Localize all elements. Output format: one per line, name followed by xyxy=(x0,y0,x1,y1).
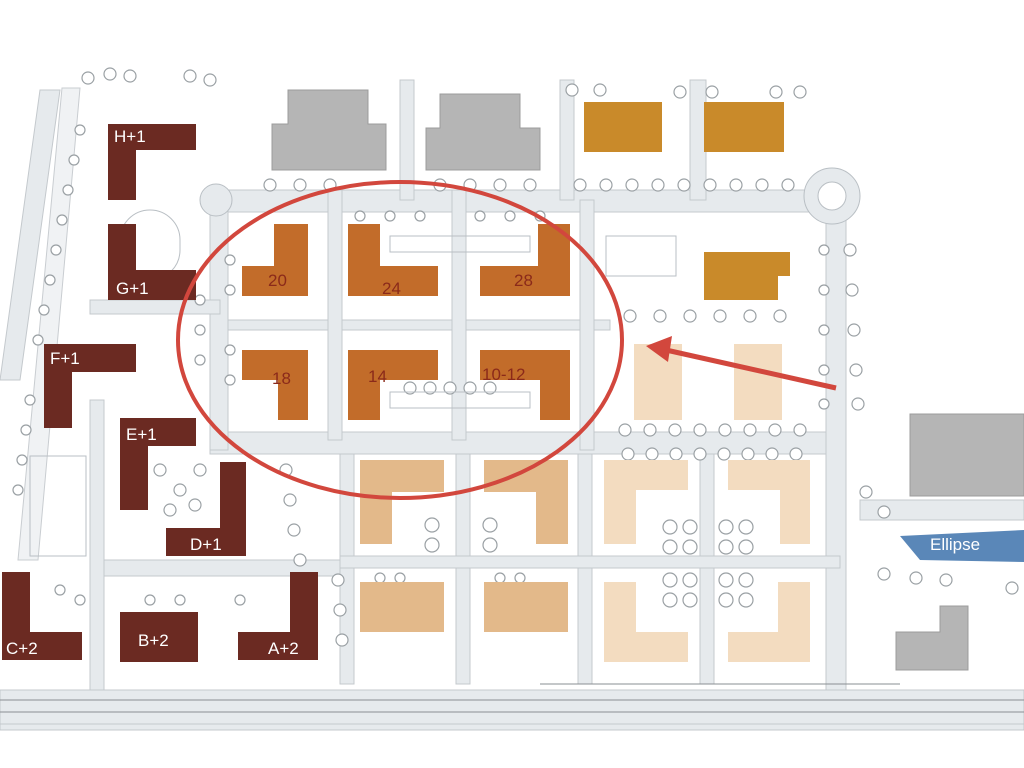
highlighted-buildings xyxy=(242,224,570,420)
building-a xyxy=(238,572,318,660)
existing-buildings xyxy=(2,124,318,662)
grey-buildings xyxy=(271,89,1024,671)
grey-building-2 xyxy=(425,93,541,171)
label-c: C+2 xyxy=(6,639,38,658)
label-b: B+2 xyxy=(138,631,169,650)
label-20: 20 xyxy=(268,271,287,290)
planned-light-buildings xyxy=(604,344,810,662)
label-h: H+1 xyxy=(114,127,146,146)
building-b xyxy=(120,612,198,662)
building-e xyxy=(120,418,196,510)
arrow-icon xyxy=(646,336,837,391)
label-f: F+1 xyxy=(50,349,80,368)
building-20 xyxy=(242,224,308,296)
building-g xyxy=(108,224,196,300)
label-10-12: 10-12 xyxy=(482,365,525,384)
label-24: 24 xyxy=(382,279,401,298)
label-14: 14 xyxy=(368,367,387,386)
building-c xyxy=(2,572,82,660)
trees xyxy=(12,67,1019,647)
building-h xyxy=(108,124,196,200)
label-e: E+1 xyxy=(126,425,157,444)
building-28 xyxy=(480,224,570,296)
railway xyxy=(0,683,1024,713)
diagonal-road xyxy=(0,89,61,381)
grey-building-1 xyxy=(271,89,387,171)
building-d xyxy=(166,462,246,556)
building-24 xyxy=(348,224,438,296)
parking-areas xyxy=(29,209,677,557)
ellipse-station xyxy=(900,530,1024,562)
building-18 xyxy=(242,350,308,420)
roundabout-west xyxy=(199,183,233,217)
label-28: 28 xyxy=(514,271,533,290)
ellipse-label: Ellipse xyxy=(930,535,980,554)
building-f xyxy=(44,344,136,428)
label-a: A+2 xyxy=(268,639,299,658)
grey-building-east xyxy=(909,413,1024,497)
building-14 xyxy=(348,350,438,420)
planned-gold-buildings xyxy=(584,102,790,300)
label-18: 18 xyxy=(272,369,291,388)
building-10-12 xyxy=(480,350,570,420)
label-d: D+1 xyxy=(190,535,222,554)
highlight-circle xyxy=(176,180,624,500)
label-g: G+1 xyxy=(116,279,149,298)
